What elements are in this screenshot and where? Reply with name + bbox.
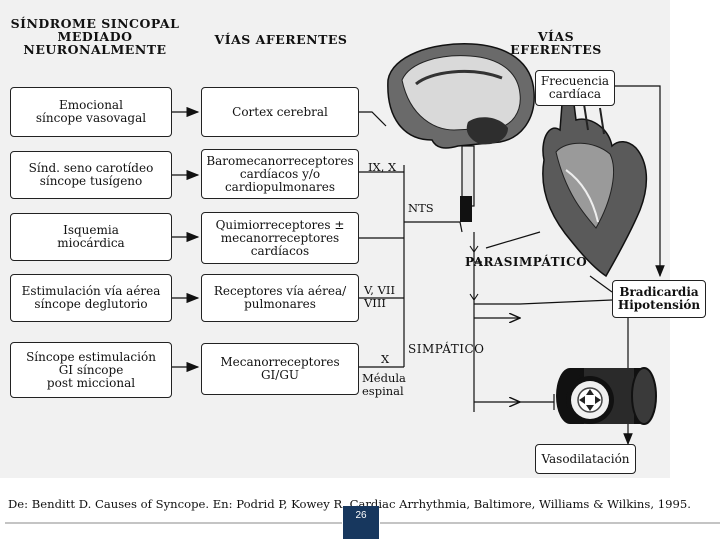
- label-nts: NTS: [408, 201, 434, 215]
- brain-illustration: [387, 43, 535, 222]
- label-v-vii-viii: V, VII VIII: [364, 283, 395, 310]
- efferent-header: VÍAS EFERENTES: [510, 29, 602, 57]
- effect-heart-rate: Frecuencia cardíaca: [535, 70, 615, 106]
- vessel-illustration: [556, 367, 657, 425]
- wire-hr-to-brady: [615, 85, 665, 278]
- label-medulla: Médula espinal: [362, 371, 406, 398]
- trigger-carotid: Sínd. seno carotídeo síncope tusígeno: [10, 151, 172, 199]
- effect-bradycardia: Bradicardia Hipotensión: [612, 280, 706, 318]
- receptor-gi: Mecanorreceptores GI/GU: [201, 343, 359, 395]
- label-ix-x: IX, X: [368, 160, 397, 174]
- trigger-gi: Síncope estimulación GI síncope post mic…: [10, 342, 172, 398]
- trigger-emotional: Emocional síncope vasovagal: [10, 87, 172, 137]
- receptor-chemo: Quimiorreceptores ± mecanorreceptores ca…: [201, 212, 359, 264]
- receptor-baro: Baromecanorreceptores cardíacos y/o card…: [201, 149, 359, 199]
- label-sympathetic: SIMPÁTICO: [408, 342, 485, 356]
- wire-cortex: [359, 111, 387, 127]
- trigger-ischemia: Isquemia miocárdica: [10, 213, 172, 261]
- effect-vasodilation: Vasodilatación: [535, 444, 636, 474]
- wire-vagal-brady: [474, 299, 613, 305]
- syndrome-header: SÍNDROME SINCOPAL MEDIADO NEURONALMENTE: [10, 16, 180, 57]
- wire-to-heart: [485, 231, 541, 249]
- chevron-2: [469, 293, 479, 301]
- wire-to-nts: [404, 221, 463, 233]
- trigger-arrows: [172, 106, 200, 373]
- citation: De: Benditt D. Causes of Syncope. En: Po…: [8, 497, 691, 511]
- chevron-1: [469, 245, 479, 253]
- label-x: X: [381, 352, 390, 366]
- receptor-airway: Receptores vía aérea/ pulmonares: [201, 274, 359, 322]
- receptor-cortex: Cortex cerebral: [201, 87, 359, 137]
- heart-illustration: [542, 103, 648, 278]
- afferent-header: VÍAS AFERENTES: [214, 32, 348, 47]
- label-parasympathetic: PARASIMPÁTICO: [465, 255, 588, 269]
- page-number: 26: [343, 506, 379, 539]
- chevrons: [469, 245, 479, 301]
- wire-to-bradycardia: [589, 275, 613, 293]
- trigger-airway: Estimulación vía aérea síncope deglutori…: [10, 274, 172, 322]
- afferent-wires: [359, 85, 665, 446]
